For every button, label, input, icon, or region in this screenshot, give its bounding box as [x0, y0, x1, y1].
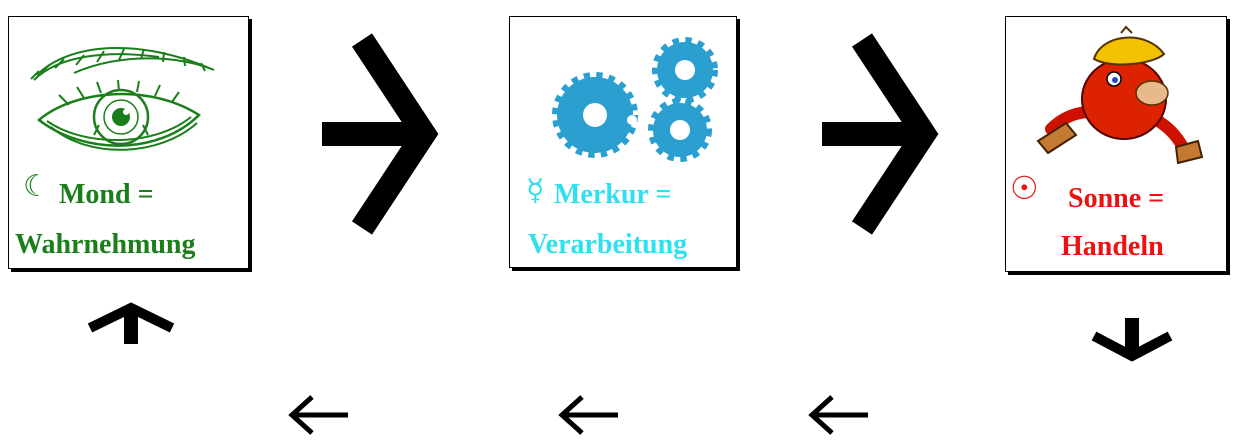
stage-mercury-title: Merkur = [554, 179, 672, 210]
arrow-left-icon [288, 395, 348, 435]
arrow-left-icon [808, 395, 868, 435]
stage-sun-card: ☉ Sonne = Handeln [1005, 16, 1227, 272]
stage-moon-card: ☾ Mond = Wahrnehmung [8, 16, 249, 269]
stage-moon-title: Mond = [59, 179, 154, 210]
moon-symbol: ☾ [23, 169, 50, 204]
arrow-right-icon [822, 33, 939, 235]
stage-sun-title: Sonne = [1068, 183, 1165, 214]
gears-icon [552, 37, 718, 162]
stage-moon-subtitle: Wahrnehmung [15, 229, 196, 260]
arrow-left-icon [558, 395, 618, 435]
stage-mercury-card: ☿ Merkur = Verarbeitung [509, 16, 737, 268]
mercury-symbol: ☿ [526, 173, 545, 208]
arrow-right-icon [322, 33, 439, 235]
stage-sun-subtitle: Handeln [1061, 231, 1164, 262]
running-figure-icon [1036, 25, 1204, 165]
arrow-down-icon [1091, 318, 1173, 362]
sun-symbol: ☉ [1010, 169, 1039, 207]
stage-mercury-subtitle: Verarbeitung [528, 229, 688, 260]
eye-icon [30, 46, 215, 151]
arrow-up-icon [87, 302, 175, 344]
